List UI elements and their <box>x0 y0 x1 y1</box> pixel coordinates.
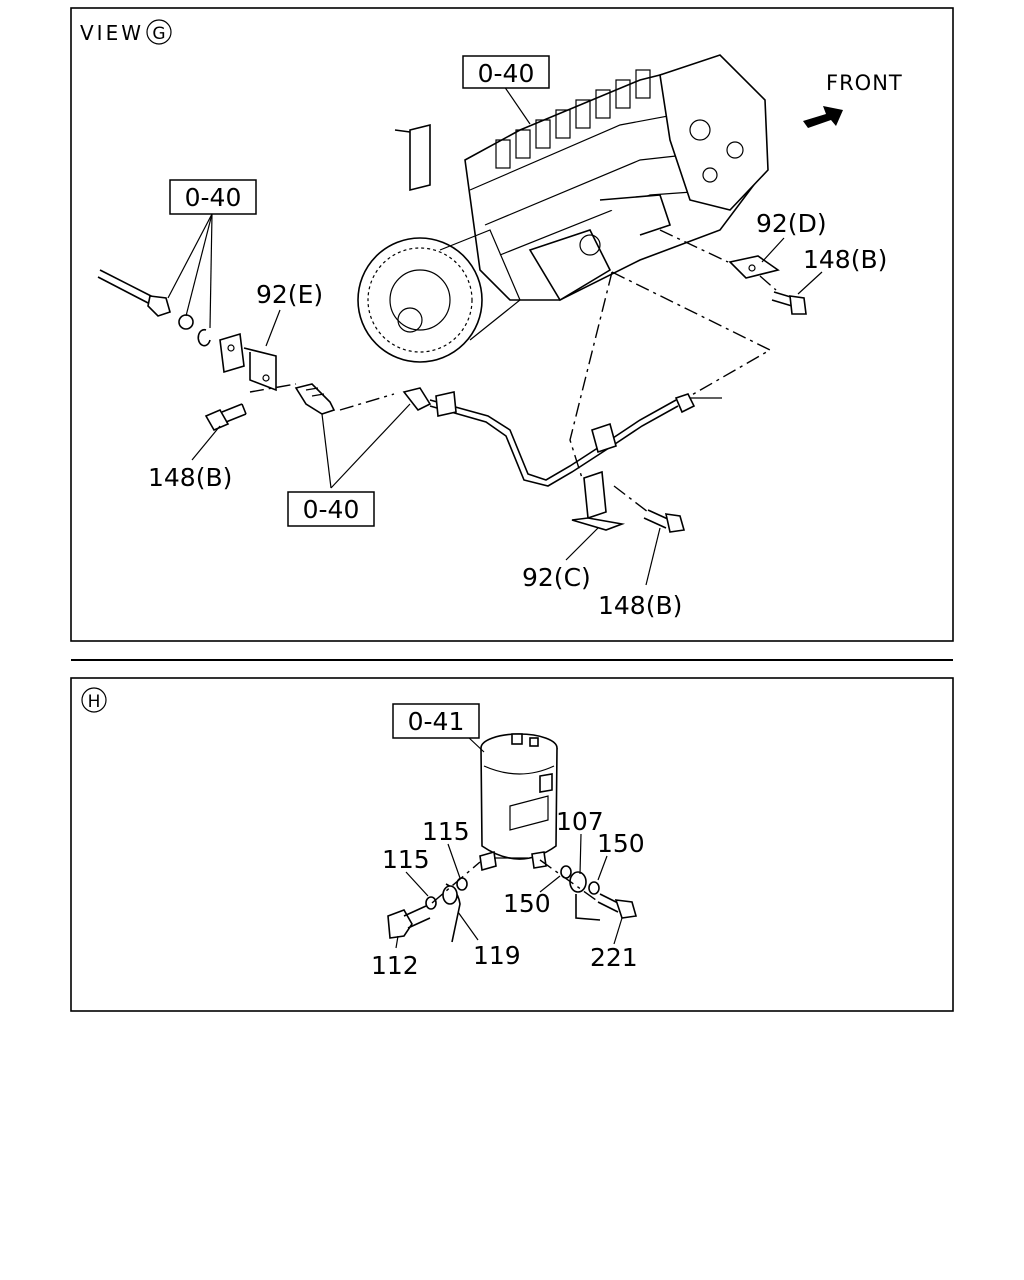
callout-92e: 92(E) <box>256 280 323 309</box>
view-g-letter: G <box>152 24 165 44</box>
fuel-pipe <box>402 387 722 487</box>
pipe-union <box>294 383 336 415</box>
callout-115-upper: 115 <box>422 817 470 846</box>
alignment-lines-h <box>431 859 597 904</box>
callout-148b-left: 148(B) <box>148 463 232 492</box>
callout-150-left: 150 <box>503 889 551 918</box>
fuel-filter <box>479 733 558 872</box>
front-arrow-icon <box>803 106 843 128</box>
panel-g-frame <box>70 7 954 642</box>
alignment-lines <box>249 229 777 513</box>
view-label: VIEW <box>80 21 144 45</box>
callout-115-lower: 115 <box>382 845 430 874</box>
bracket-92e <box>219 332 277 392</box>
bracket-92c <box>571 470 626 531</box>
callout-148b-right: 148(B) <box>803 245 887 274</box>
callout-119: 119 <box>473 941 521 970</box>
ref-box-bottom <box>287 491 375 527</box>
bolt-148b-left <box>204 403 247 432</box>
bolt-148b-right <box>771 291 807 315</box>
callout-107: 107 <box>556 807 604 836</box>
callout-0-40-top: 0-40 <box>478 59 535 88</box>
left-pipe-end <box>97 269 211 347</box>
ref-box-h <box>392 703 480 739</box>
leader-lines-h <box>395 735 623 949</box>
leader-lines-g <box>167 85 823 586</box>
ref-box-left <box>169 179 257 215</box>
front-label: FRONT <box>826 71 903 95</box>
view-g-circle <box>146 19 172 45</box>
injection-pump <box>357 54 769 363</box>
callout-0-40-left: 0-40 <box>185 183 242 212</box>
view-h-letter: H <box>88 692 101 712</box>
view-h-circle <box>81 687 107 713</box>
callout-150-right: 150 <box>597 829 645 858</box>
panel-h-frame <box>70 677 954 1012</box>
ref-box-top <box>462 55 550 89</box>
callout-0-40-bottom: 0-40 <box>303 495 360 524</box>
callout-92c: 92(C) <box>522 563 591 592</box>
callout-112: 112 <box>371 951 419 980</box>
callout-148b-bottom: 148(B) <box>598 591 682 620</box>
bolt-148b-bottom <box>643 509 686 533</box>
filter-small-parts <box>387 865 638 943</box>
callout-92d: 92(D) <box>756 209 827 238</box>
bracket-92d <box>728 255 780 279</box>
callout-221: 221 <box>590 943 638 972</box>
callout-0-41: 0-41 <box>408 707 465 736</box>
